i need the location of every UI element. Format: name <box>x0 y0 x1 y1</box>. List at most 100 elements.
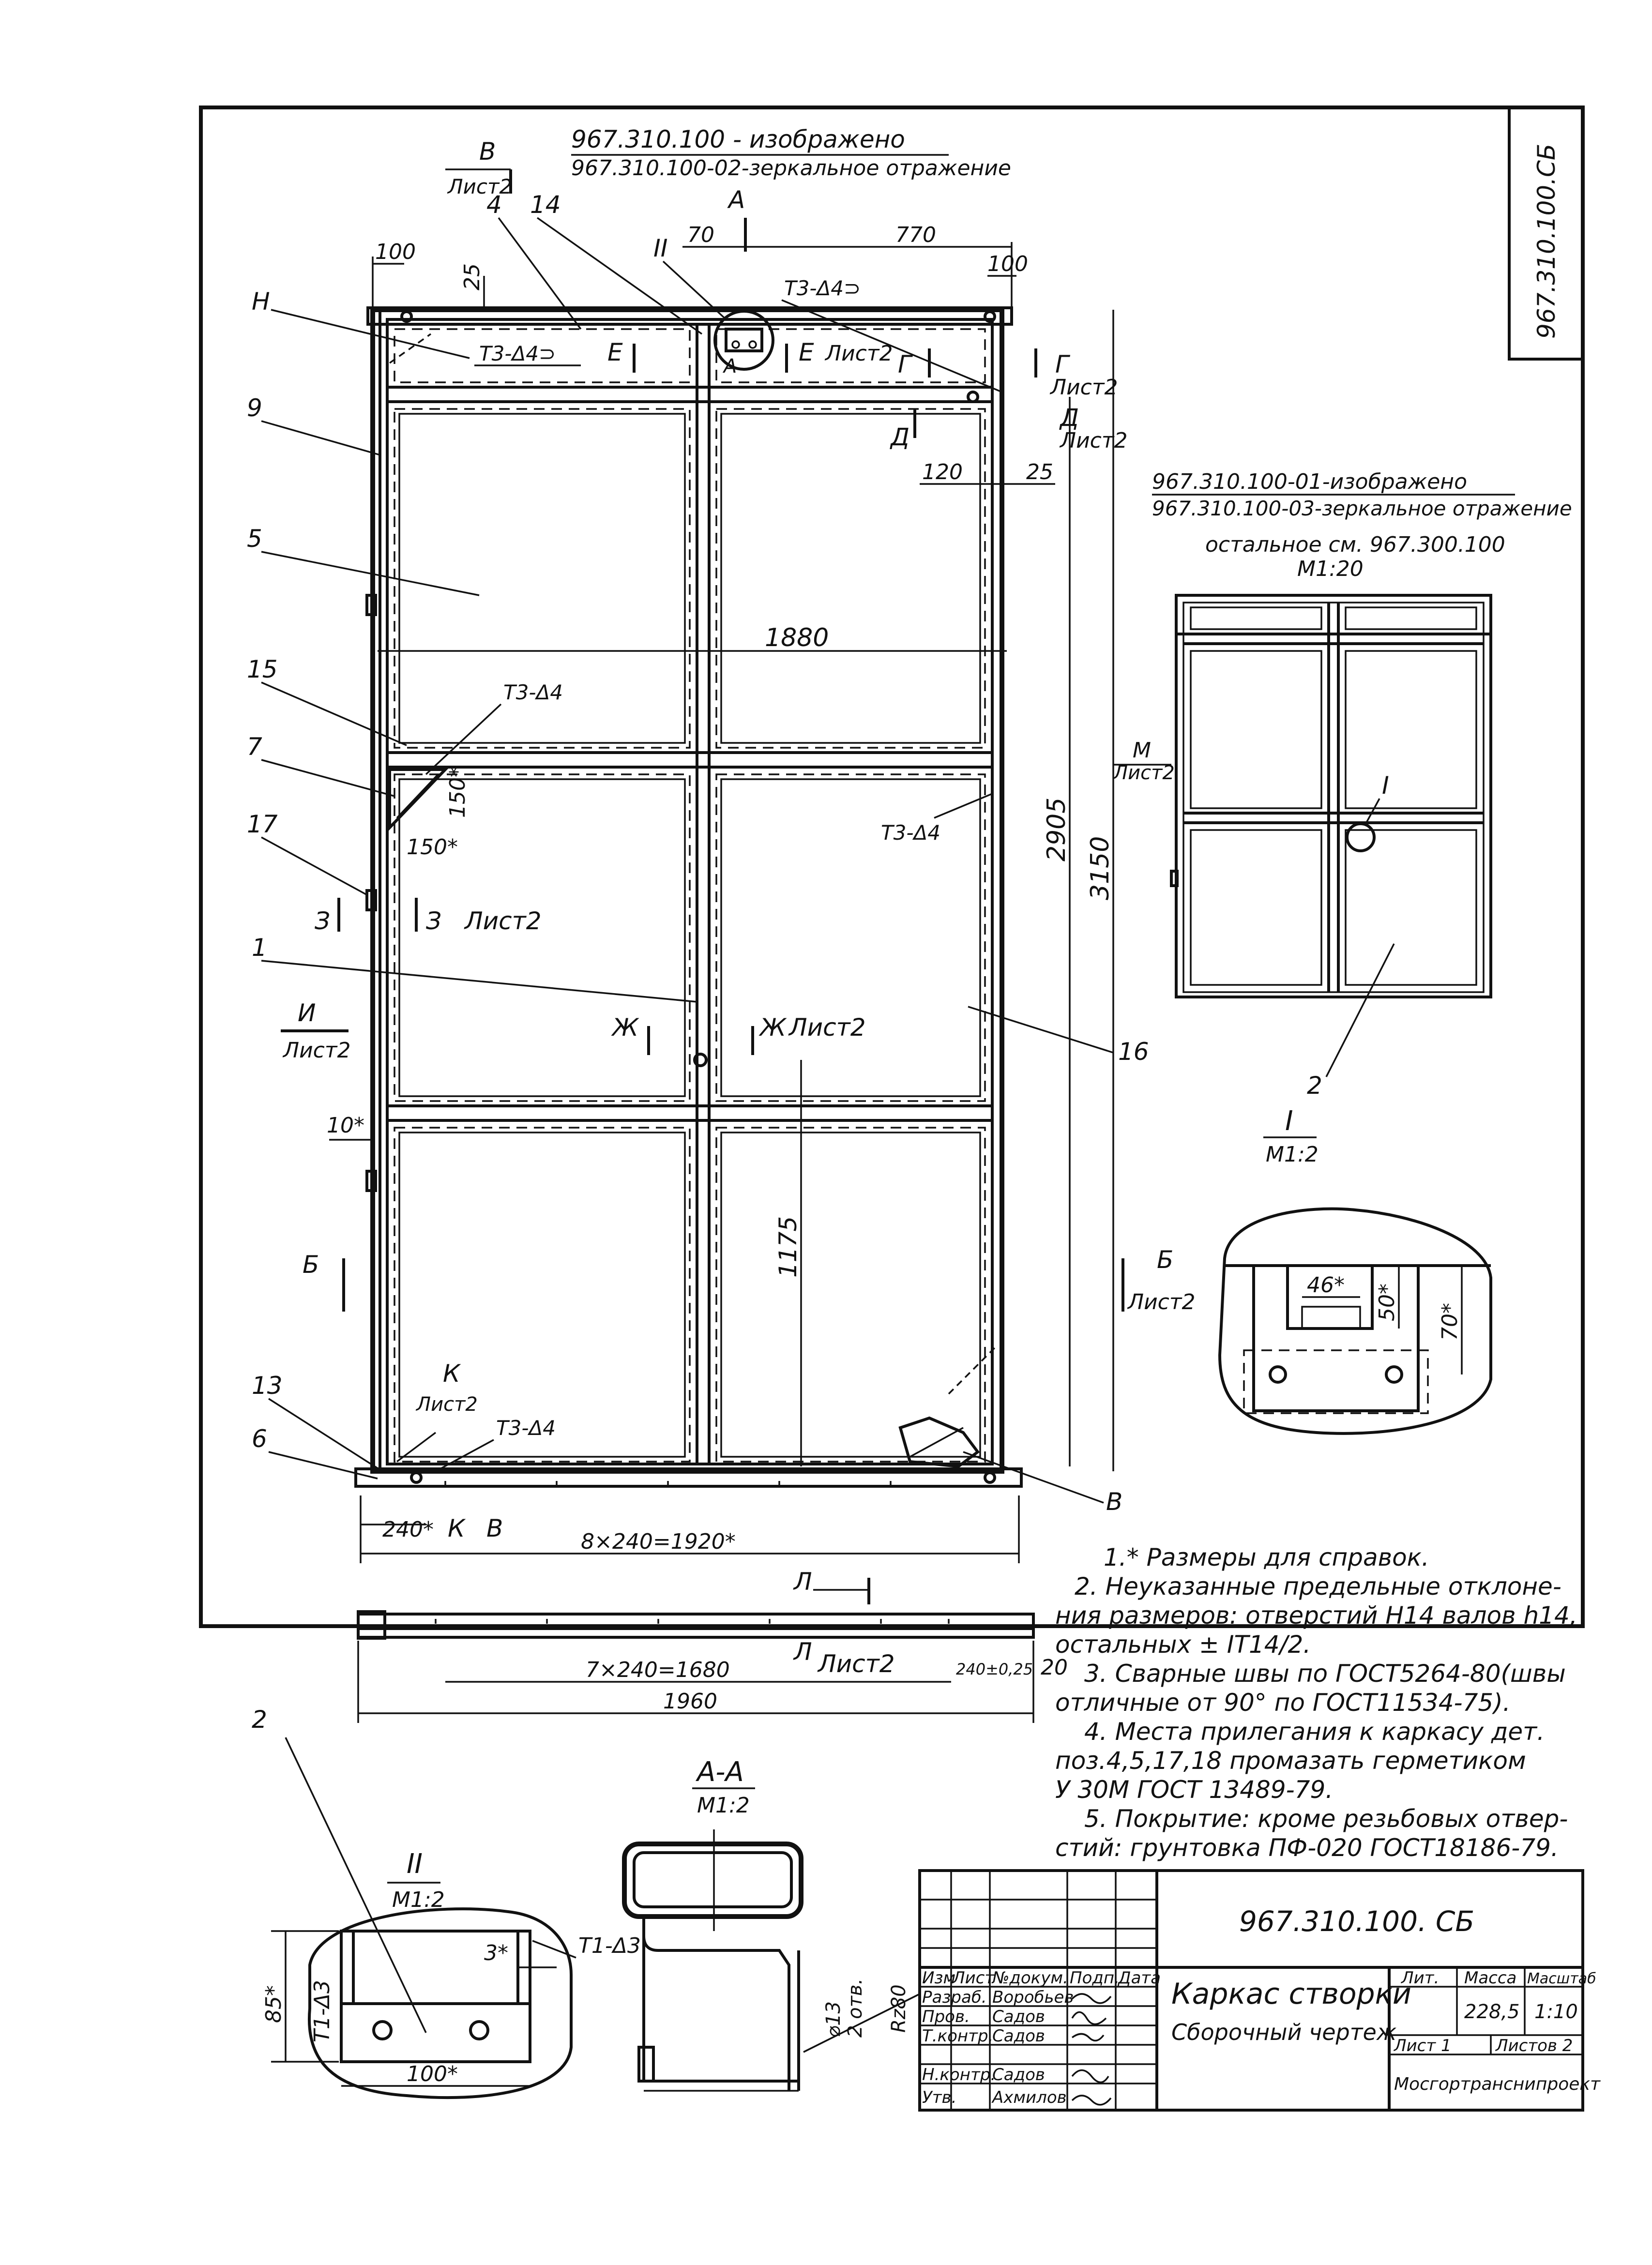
svg-text:М1:2: М1:2 <box>392 1888 445 1912</box>
svg-text:Садов: Садов <box>992 2026 1045 2046</box>
svg-text:Лист2: Лист2 <box>1049 375 1118 400</box>
svg-text:М1:2: М1:2 <box>697 1793 750 1818</box>
svg-text:770: 770 <box>895 223 936 247</box>
svg-text:М: М <box>1133 738 1151 763</box>
svg-text:20: 20 <box>1041 1655 1068 1680</box>
svg-text:В: В <box>479 137 496 166</box>
svg-text:1960: 1960 <box>663 1689 717 1714</box>
svg-text:Лист2: Лист2 <box>447 175 512 198</box>
section-b-marker: В Лист2 <box>445 137 512 198</box>
svg-text:М1:2: М1:2 <box>1266 1142 1319 1167</box>
svg-text:6: 6 <box>252 1425 267 1453</box>
svg-text:К: К <box>448 1514 466 1542</box>
svg-text:Т3-Δ4: Т3-Δ4 <box>881 821 940 845</box>
variant-view: 967.310.100-01-изображено 967.310.100-03… <box>1112 469 1572 998</box>
svg-text:100*: 100* <box>407 2062 458 2086</box>
svg-text:У 30М ГОСТ 13489-79.: У 30М ГОСТ 13489-79. <box>1055 1776 1333 1804</box>
svg-text:100: 100 <box>375 240 416 264</box>
svg-text:З: З <box>315 907 330 935</box>
svg-text:16: 16 <box>1118 1038 1149 1066</box>
svg-text:150*: 150* <box>407 835 458 860</box>
svg-text:Пров.: Пров. <box>922 2007 970 2026</box>
svg-text:№докум.: №докум. <box>991 1968 1068 1988</box>
dimensions-main: 100 25 70 770 100 120 25 1880 2905 3150 … <box>327 223 1115 1563</box>
svg-text:Г: Г <box>1055 350 1071 378</box>
svg-text:46*: 46* <box>1307 1273 1345 1298</box>
svg-text:Лист2: Лист2 <box>824 341 893 366</box>
svg-text:Садов: Садов <box>992 2065 1045 2084</box>
svg-text:967.310.100-01-изображено: 967.310.100-01-изображено <box>1152 469 1467 494</box>
section-markers: А II А Е Е Лист2 Г Г Лист2 Д Лист2 Д З З… <box>281 186 1196 1542</box>
svg-text:Г: Г <box>898 350 913 378</box>
svg-text:В: В <box>1106 1488 1122 1516</box>
svg-text:А: А <box>727 186 745 214</box>
svg-text:150*: 150* <box>445 767 470 818</box>
svg-text:Мосгортранснипроект: Мосгортранснипроект <box>1394 2074 1601 2094</box>
svg-text:Подп.: Подп. <box>1070 1968 1120 1988</box>
svg-text:Лист2: Лист2 <box>1059 428 1128 453</box>
svg-text:Ахмилов: Ахмилов <box>991 2088 1067 2107</box>
svg-text:3. Сварные швы по ГОСТ5264-80(: 3. Сварные швы по ГОСТ5264-80(швы <box>1084 1660 1566 1688</box>
svg-text:Лист 1: Лист 1 <box>1393 2036 1452 2055</box>
stamp-text: 967.310.100.СБ <box>1532 144 1561 339</box>
svg-text:Б: Б <box>303 1251 319 1279</box>
svg-text:25: 25 <box>1026 460 1053 484</box>
svg-text:Т.контр.: Т.контр. <box>922 2026 993 2046</box>
svg-text:Лист2: Лист2 <box>817 1650 895 1678</box>
header-line2: 967.310.100-02-зеркальное отражение <box>571 156 1011 181</box>
svg-text:Лист2: Лист2 <box>464 907 542 935</box>
svg-text:А: А <box>722 355 737 378</box>
sheet-frame <box>199 106 1585 1628</box>
svg-text:25: 25 <box>460 263 485 290</box>
svg-text:9: 9 <box>247 394 262 422</box>
svg-text:4. Места прилегания к каркасу: 4. Места прилегания к каркасу дет. <box>1084 1718 1545 1746</box>
svg-text:И: И <box>298 999 316 1027</box>
svg-text:остальных ± IT14/2.: остальных ± IT14/2. <box>1055 1631 1311 1659</box>
svg-text:2: 2 <box>1307 1072 1322 1100</box>
svg-text:1880: 1880 <box>765 623 829 652</box>
svg-text:14: 14 <box>530 191 561 219</box>
svg-text:А-А: А-А <box>696 1756 744 1788</box>
svg-text:70: 70 <box>687 223 714 247</box>
svg-text:⌀13: ⌀13 <box>822 2001 845 2038</box>
svg-text:М1:20: М1:20 <box>1297 557 1364 581</box>
svg-text:2. Неуказанные предельные откл: 2. Неуказанные предельные отклоне- <box>1075 1572 1561 1601</box>
svg-text:240*: 240* <box>382 1517 434 1542</box>
svg-text:Лит.: Лит. <box>1400 1968 1439 1988</box>
detail-2: 2 II М1:2 85* Т1-Δ3 3* Т1-Δ3 100* <box>252 1706 641 2099</box>
svg-text:70*: 70* <box>1438 1303 1462 1341</box>
svg-text:120: 120 <box>922 460 963 484</box>
svg-text:II: II <box>653 234 668 262</box>
svg-text:Масса: Масса <box>1464 1968 1516 1988</box>
svg-text:Лист2: Лист2 <box>788 1013 866 1042</box>
svg-text:Садов: Садов <box>992 2007 1045 2026</box>
svg-text:8×240=1920*: 8×240=1920* <box>581 1529 736 1554</box>
svg-text:Масштаб: Масштаб <box>1527 1970 1596 1987</box>
svg-text:1:10: 1:10 <box>1534 2001 1578 2023</box>
svg-text:Утв.: Утв. <box>922 2088 956 2107</box>
svg-text:13: 13 <box>252 1372 283 1400</box>
svg-text:100: 100 <box>987 252 1028 276</box>
svg-text:остальное см. 967.300.100: остальное см. 967.300.100 <box>1205 532 1505 557</box>
svg-text:1: 1 <box>252 934 267 962</box>
svg-text:Лист: Лист <box>952 1968 995 1988</box>
svg-text:240±0,25: 240±0,25 <box>956 1660 1033 1678</box>
svg-text:Т1-Δ3: Т1-Δ3 <box>578 1933 641 1958</box>
svg-text:Н.контр.: Н.контр. <box>922 2065 996 2084</box>
svg-text:З: З <box>426 907 441 935</box>
svg-text:Сборочный чертеж: Сборочный чертеж <box>1171 2019 1397 2045</box>
svg-text:Б: Б <box>1157 1246 1173 1274</box>
svg-text:7×240=1680: 7×240=1680 <box>586 1658 730 1682</box>
svg-text:Разраб.: Разраб. <box>922 1988 987 2007</box>
svg-text:Т3-Δ4⊃: Т3-Δ4⊃ <box>784 276 861 300</box>
callouts: Н 4 14 9 5 15 7 17 1 16 13 6 В 2 <box>247 191 1395 1516</box>
svg-text:I: I <box>1382 771 1389 800</box>
svg-text:Т1-Δ3: Т1-Δ3 <box>310 1980 334 2042</box>
svg-text:Лист2: Лист2 <box>282 1038 351 1063</box>
notes: 1.* Размеры для справок. 2. Неуказанные … <box>1055 1543 1577 1862</box>
svg-text:1.* Размеры для справок.: 1.* Размеры для справок. <box>1104 1543 1429 1571</box>
svg-text:I: I <box>1285 1105 1293 1137</box>
svg-text:Л: Л <box>793 1638 812 1666</box>
svg-text:50*: 50* <box>1375 1284 1399 1321</box>
